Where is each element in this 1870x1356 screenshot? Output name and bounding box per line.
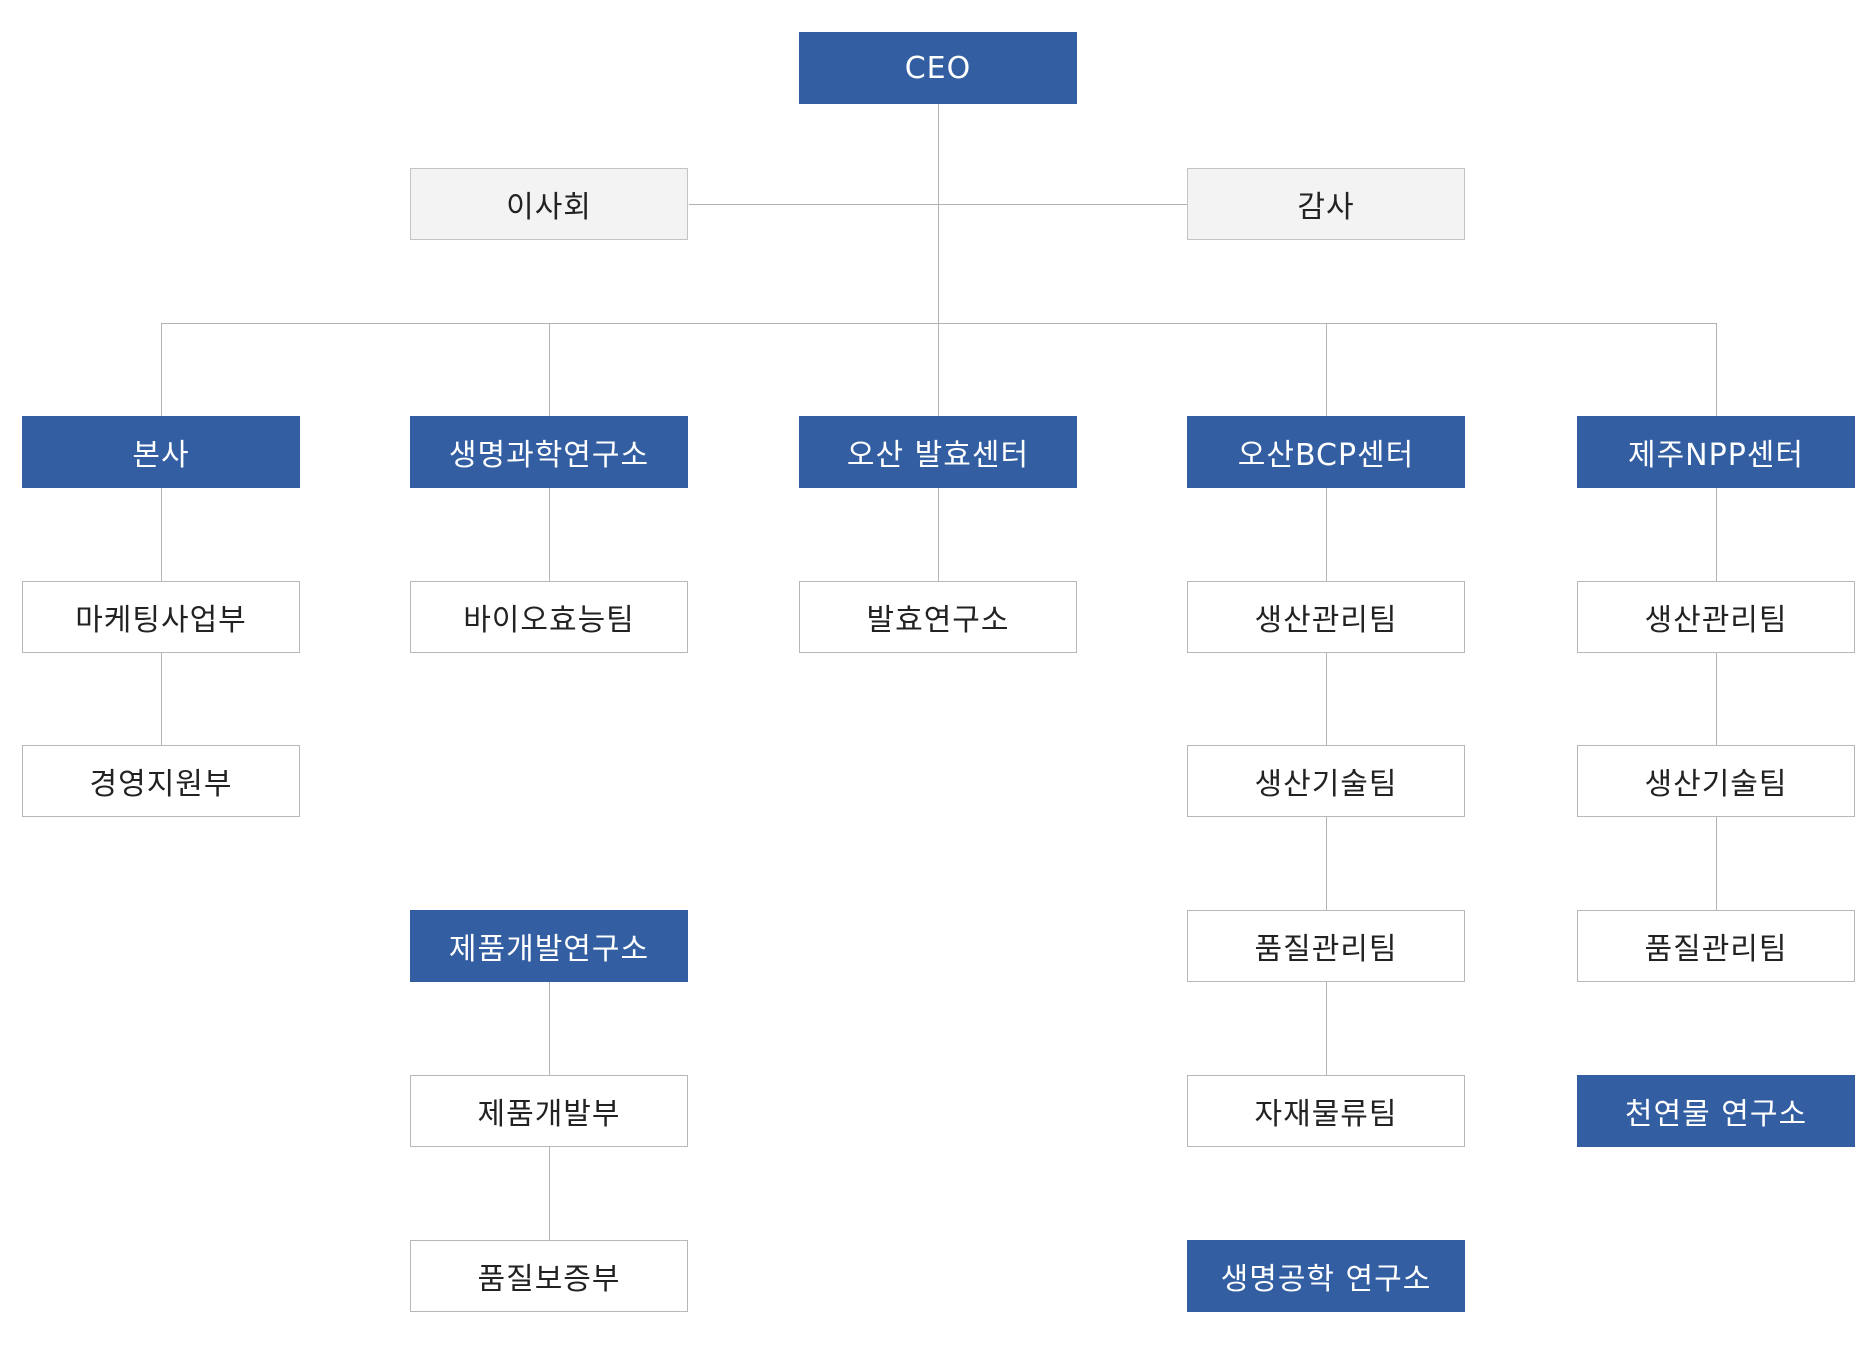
division-head-hq: 본사 [22,416,300,488]
unit-box: 품질보증부 [410,1240,688,1312]
division-head-osan-fermentation: 오산 발효센터 [799,416,1077,488]
lab-box-biotech: 생명공학 연구소 [1187,1240,1465,1312]
board-box: 이사회 [410,168,688,240]
unit-box: 생산기술팀 [1577,745,1855,817]
unit-box: 생산관리팀 [1577,581,1855,653]
lab-box-natural-products: 천연물 연구소 [1577,1075,1855,1147]
connector-line [1716,488,1717,911]
unit-box: 제품개발부 [410,1075,688,1147]
ceo-box: CEO [799,32,1077,104]
connector-line [161,323,162,416]
unit-box: 품질관리팀 [1577,910,1855,982]
unit-box: 생산기술팀 [1187,745,1465,817]
connector-line [1326,323,1327,416]
connector-line [549,488,550,581]
unit-box: 마케팅사업부 [22,581,300,653]
sub-division-product-dev-lab: 제품개발연구소 [410,910,688,982]
unit-box: 자재물류팀 [1187,1075,1465,1147]
connector-line [1716,323,1717,416]
unit-box: 발효연구소 [799,581,1077,653]
connector-line [689,204,1187,205]
connector-line [938,323,939,416]
unit-box: 바이오효능팀 [410,581,688,653]
audit-box: 감사 [1187,168,1465,240]
unit-box: 경영지원부 [22,745,300,817]
division-head-life-science-lab: 생명과학연구소 [410,416,688,488]
connector-line [549,323,550,416]
connector-line [938,488,939,581]
unit-box: 품질관리팀 [1187,910,1465,982]
connector-line [938,104,939,324]
division-head-osan-bcp: 오산BCP센터 [1187,416,1465,488]
division-head-jeju-npp: 제주NPP센터 [1577,416,1855,488]
unit-box: 생산관리팀 [1187,581,1465,653]
